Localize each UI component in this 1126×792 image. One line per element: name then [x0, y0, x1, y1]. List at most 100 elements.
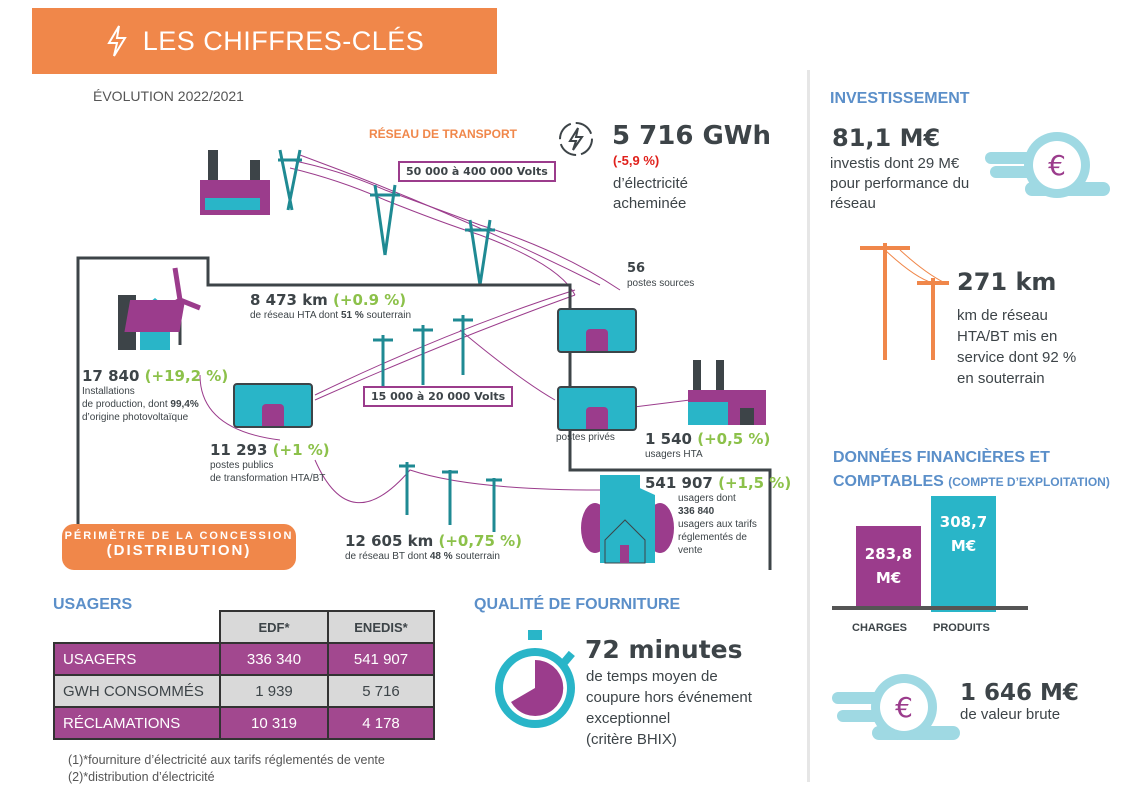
svg-text:€: €: [1048, 149, 1066, 182]
page-title: LES CHIFFRES-CLÉS: [142, 25, 425, 56]
hta-km: 8 473 km: [250, 291, 328, 309]
footnotes: (1)*fourniture d’électricité aux tarifs …: [68, 752, 385, 786]
euro-coins-icon: €: [832, 674, 960, 740]
hta-desc-pct: 51 %: [340, 310, 364, 321]
cell-enedis: 541 907: [327, 642, 435, 676]
qualite-desc-1: de temps moyen de: [586, 668, 718, 685]
prod-desc-2: de production, dont: [82, 399, 171, 410]
usagers-stat: 541 907 (+1,5 %) usagers dont 336 840 us…: [645, 474, 791, 557]
bt-km: 12 605 km: [345, 532, 434, 550]
invest-title: INVESTISSEMENT: [830, 90, 970, 107]
bt-desc-pct: 48 %: [429, 551, 453, 562]
usagers-hta-stat: 1 540 (+0,5 %) usagers HTA: [645, 430, 770, 461]
finances-title-small: (COMPTE D’EXPLOITATION): [948, 475, 1110, 489]
transport-title: RÉSEAU DE TRANSPORT: [369, 127, 518, 141]
row-label: USAGERS: [53, 642, 221, 676]
invest-desc-2: pour performance du: [830, 175, 970, 192]
col-edf: EDF*: [219, 610, 329, 644]
postes-prives-label: postes privés: [556, 432, 615, 443]
qualite-desc-2: coupure hors événement: [586, 689, 752, 706]
hta-desc: de réseau HTA dont: [250, 310, 341, 321]
energy-value: 5 716 GWh: [612, 121, 771, 151]
produits-label: PRODUITS: [933, 622, 990, 634]
usagers-value: 541 907: [645, 474, 713, 492]
lightning-icon: [106, 25, 127, 57]
title-banner: LES CHIFFRES-CLÉS: [32, 8, 497, 74]
postes-publics-desc-2: de transformation HTA/BT: [210, 473, 326, 484]
factory-icon: [200, 150, 270, 215]
produits-value: 308,7: [939, 513, 988, 531]
finances-title-2: COMPTABLES: [833, 473, 944, 490]
prod-change: (+19,2 %): [144, 367, 229, 385]
usagers-desc-2: 336 840: [678, 506, 715, 517]
bt-poles: [399, 462, 502, 532]
stopwatch-icon: [495, 630, 575, 728]
usagers-desc-3: usagers aux tarifs: [678, 519, 757, 530]
perimeter-badge: PÉRIMÈTRE DE LA CONCESSION (DISTRIBUTION…: [62, 524, 296, 570]
poste-public-building: [233, 383, 313, 428]
concession-border: [76, 256, 772, 570]
city-icon: [581, 475, 674, 564]
charges-unit: M€: [875, 569, 902, 587]
prod-desc-pct: 99,4%: [170, 399, 199, 410]
energy-desc-1: d’électricité: [613, 175, 689, 192]
row-label: GWH CONSOMMÉS: [53, 674, 221, 708]
perimeter-line-2: (DISTRIBUTION): [106, 542, 252, 559]
finances-title-1: DONNÉES FINANCIÈRES ET: [833, 449, 1050, 466]
hta-change: (+0.9 %): [333, 291, 407, 309]
energy-desc-2: acheminée: [613, 195, 687, 212]
qualite-title: QUALITÉ DE FOURNITURE: [474, 596, 681, 613]
network-illustration: [76, 149, 772, 570]
invest-desc-3: réseau: [830, 195, 876, 212]
transmission-pylons: [278, 149, 495, 286]
brut-value: 1 646 M€: [960, 680, 1079, 706]
km-value: 271 km: [957, 268, 1057, 296]
hta-stat: 8 473 km (+0.9 %) de réseau HTA dont 51 …: [250, 291, 411, 322]
perimeter-line-1: PÉRIMÈTRE DE LA CONCESSION: [64, 530, 294, 542]
brut-desc: de valeur brute: [960, 706, 1061, 723]
postes-sources-label: postes sources: [627, 278, 695, 289]
invest-desc-1: investis dont 29 M€: [830, 155, 960, 172]
prod-value: 17 840: [82, 367, 140, 385]
svg-text:€: €: [895, 691, 913, 724]
qualite-desc: de temps moyen de coupure hors événement e…: [586, 666, 752, 750]
poste-prive-building: [557, 386, 637, 431]
energy-desc: d’électricité acheminée: [613, 174, 688, 214]
postes-publics-stat: 11 293 (+1 %) postes publics de transfor…: [210, 441, 330, 485]
prod-desc-1: Installations: [82, 386, 135, 397]
usagers-change: (+1,5 %): [718, 474, 792, 492]
subtitle: ÉVOLUTION 2022/2021: [93, 88, 244, 104]
usagers-desc-5: vente: [678, 545, 703, 556]
transport-voltage: 50 000 à 400 000 Volts: [398, 161, 556, 182]
production-icon: [118, 267, 201, 350]
produits-unit: M€: [950, 537, 977, 555]
production-stat: 17 840 (+19,2 %) Installations de produc…: [82, 367, 228, 424]
bt-stat: 12 605 km (+0,75 %) de réseau BT dont 48…: [345, 532, 522, 563]
power-cycle-icon: [559, 122, 593, 156]
industry-icon: [688, 360, 766, 425]
km-desc-4: en souterrain: [957, 370, 1045, 387]
km-desc-1: km de réseau: [957, 307, 1048, 324]
bt-change: (+0,75 %): [438, 532, 523, 550]
cell-edf: 1 939: [219, 674, 329, 708]
cell-edf: 10 319: [219, 706, 329, 740]
qualite-desc-3: exceptionnel: [586, 710, 671, 727]
charges-label: CHARGES: [852, 622, 908, 634]
cell-enedis: 5 716: [327, 674, 435, 708]
charges-value: 283,8: [864, 545, 913, 563]
chart-baseline: [832, 606, 1028, 610]
col-enedis: ENEDIS*: [327, 610, 435, 644]
row-label: RÉCLAMATIONS: [53, 706, 221, 740]
postes-publics-desc-1: postes publics: [210, 460, 274, 471]
postes-publics-value: 11 293: [210, 441, 268, 459]
column-divider: [807, 70, 810, 782]
bt-desc-end: souterrain: [452, 551, 500, 562]
hta-desc-end: souterrain: [363, 310, 412, 321]
